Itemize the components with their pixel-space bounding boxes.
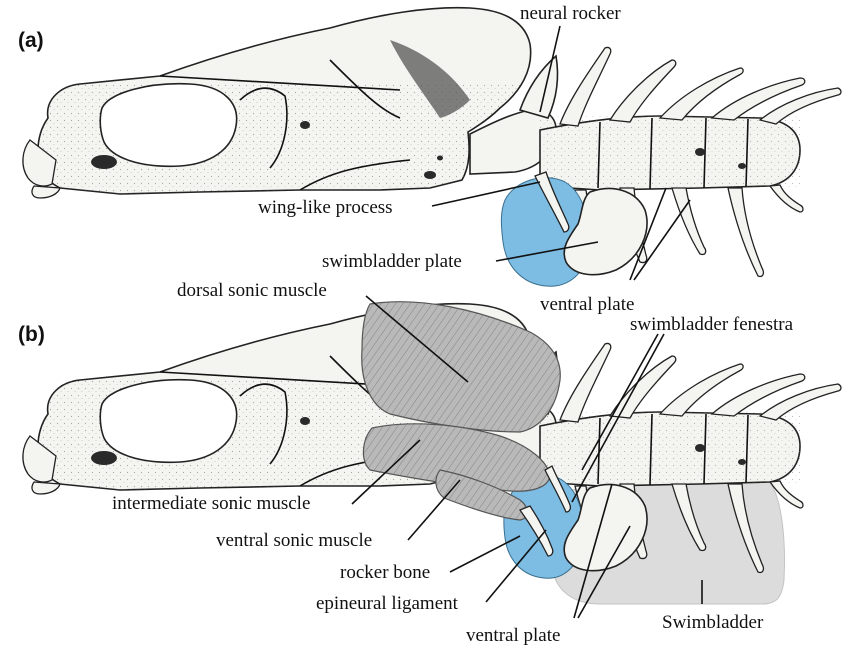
leader-ventral-plate-a2 — [633, 199, 691, 281]
label-swimbladder-plate: swimbladder plate — [322, 251, 462, 272]
label-swimbladder-fenestra: swimbladder fenestra — [630, 314, 794, 335]
leader-dorsal-sonic-muscle — [365, 295, 469, 383]
leader-ventral-plate-a1 — [629, 187, 667, 281]
leader-intermediate-sonic-muscle — [351, 439, 421, 505]
leader-ventral-plate-b2 — [577, 525, 631, 619]
rocker-bone-shape — [518, 505, 554, 557]
leader-swimbladder-fenestra-1 — [581, 333, 659, 471]
leader-rocker-bone — [449, 535, 521, 573]
label-neural-rocker: neural rocker — [520, 3, 621, 24]
label-wing-like-process: wing-like process — [258, 197, 393, 218]
label-intermediate-sonic-muscle: intermediate sonic muscle — [112, 493, 310, 514]
label-ventral-plate-b: ventral plate — [466, 625, 560, 646]
epineural-ligament-shape — [544, 465, 572, 513]
leader-ventral-sonic-muscle — [407, 479, 461, 541]
label-rocker-bone: rocker bone — [340, 562, 430, 583]
leader-epineural-ligament — [485, 529, 547, 603]
label-epineural-ligament: epineural ligament — [316, 593, 459, 614]
label-ventral-plate-a: ventral plate — [540, 294, 634, 315]
leader-wing-like-process — [431, 181, 541, 207]
label-ventral-sonic-muscle: ventral sonic muscle — [216, 530, 372, 551]
swimbladder-plate-bone — [563, 187, 648, 276]
leader-swimbladder-plate — [495, 241, 599, 262]
panel-a-tag: (a) — [18, 29, 44, 52]
ventral-plate-bone-b — [563, 483, 648, 572]
label-swimbladder: Swimbladder — [662, 612, 764, 633]
wing-like-process-shape — [534, 171, 570, 233]
leader-swimbladder-fenestra-2 — [571, 333, 665, 503]
panel-b: (b) dorsal sonic muscle swimbladd — [18, 280, 841, 646]
leader-neural-rocker — [539, 25, 561, 113]
label-dorsal-sonic-muscle: dorsal sonic muscle — [177, 280, 327, 301]
panel-a-skull — [23, 8, 841, 277]
panel-b-tag: (b) — [18, 323, 45, 346]
leader-ventral-plate-b1 — [573, 483, 613, 619]
panel-a: (a) neural rocker wing-like process swim… — [18, 3, 841, 315]
